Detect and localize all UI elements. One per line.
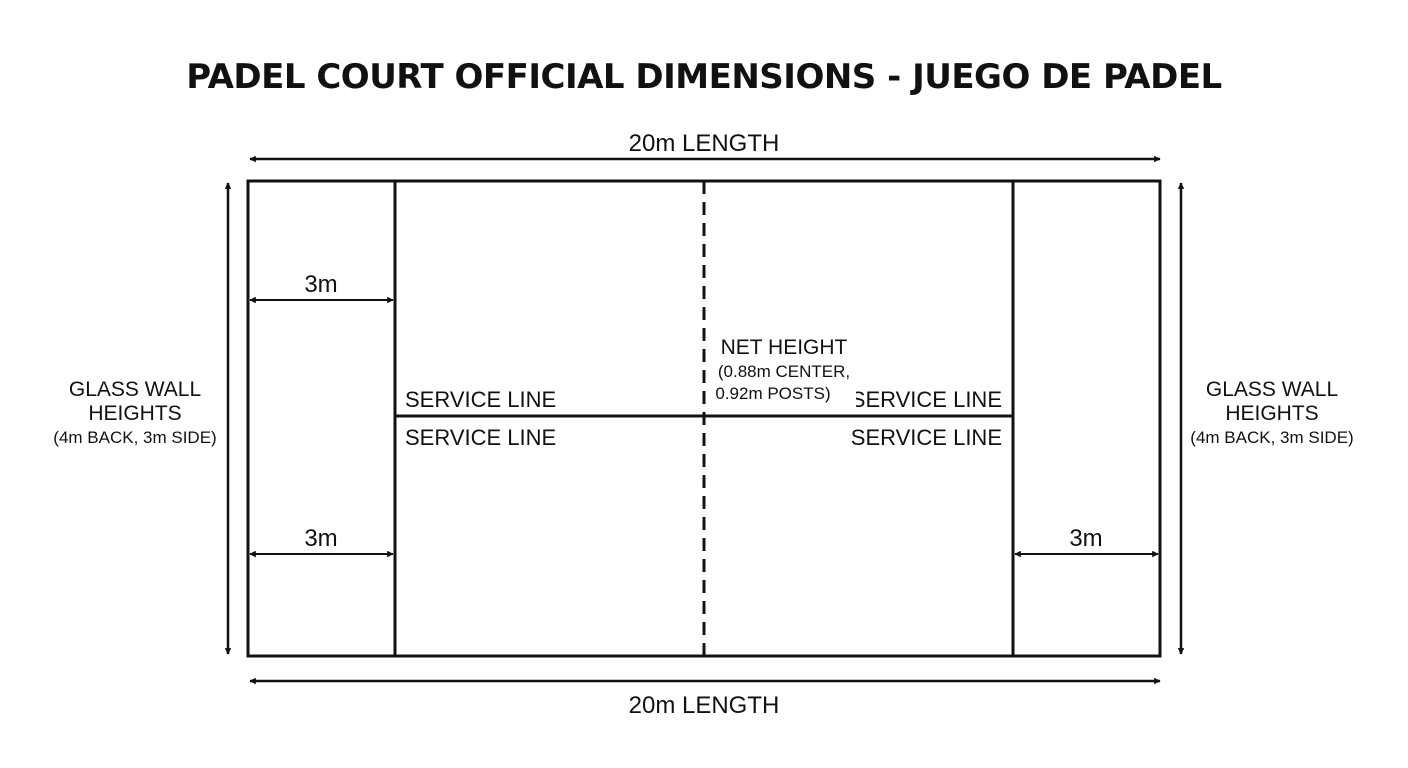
glass-wall-right-line1: GLASS WALL [1206,378,1338,401]
service-line-label-right-below: SERVICE LINE [851,425,1002,450]
zone-bottom-left-label: 3m [304,525,337,552]
service-line-label-left-below: SERVICE LINE [405,425,556,450]
page-title: PADEL COURT OFFICIAL DIMENSIONS - JUEGO … [186,57,1221,97]
glass-wall-left-line3: (4m BACK, 3m SIDE) [53,428,216,447]
zone-bottom-right-label: 3m [1069,525,1102,552]
glass-wall-right-line3: (4m BACK, 3m SIDE) [1190,428,1353,447]
length-bottom-label: 20m LENGTH [629,692,780,719]
net-height-title: NET HEIGHT [721,336,848,359]
net-height-detail-2: 0.92m POSTS) [715,384,830,403]
net-height-detail-1: (0.88m CENTER, [718,362,850,381]
service-line-label-right-above: SERVICE LINE [851,387,1002,412]
glass-wall-right-line2: HEIGHTS [1225,402,1318,425]
zone-top-left-label: 3m [304,271,337,298]
net-label-background [712,332,856,408]
service-line-label-left-above: SERVICE LINE [405,387,556,412]
glass-wall-left-line1: GLASS WALL [69,378,201,401]
length-top-label: 20m LENGTH [629,130,780,157]
glass-wall-left-line2: HEIGHTS [88,402,181,425]
